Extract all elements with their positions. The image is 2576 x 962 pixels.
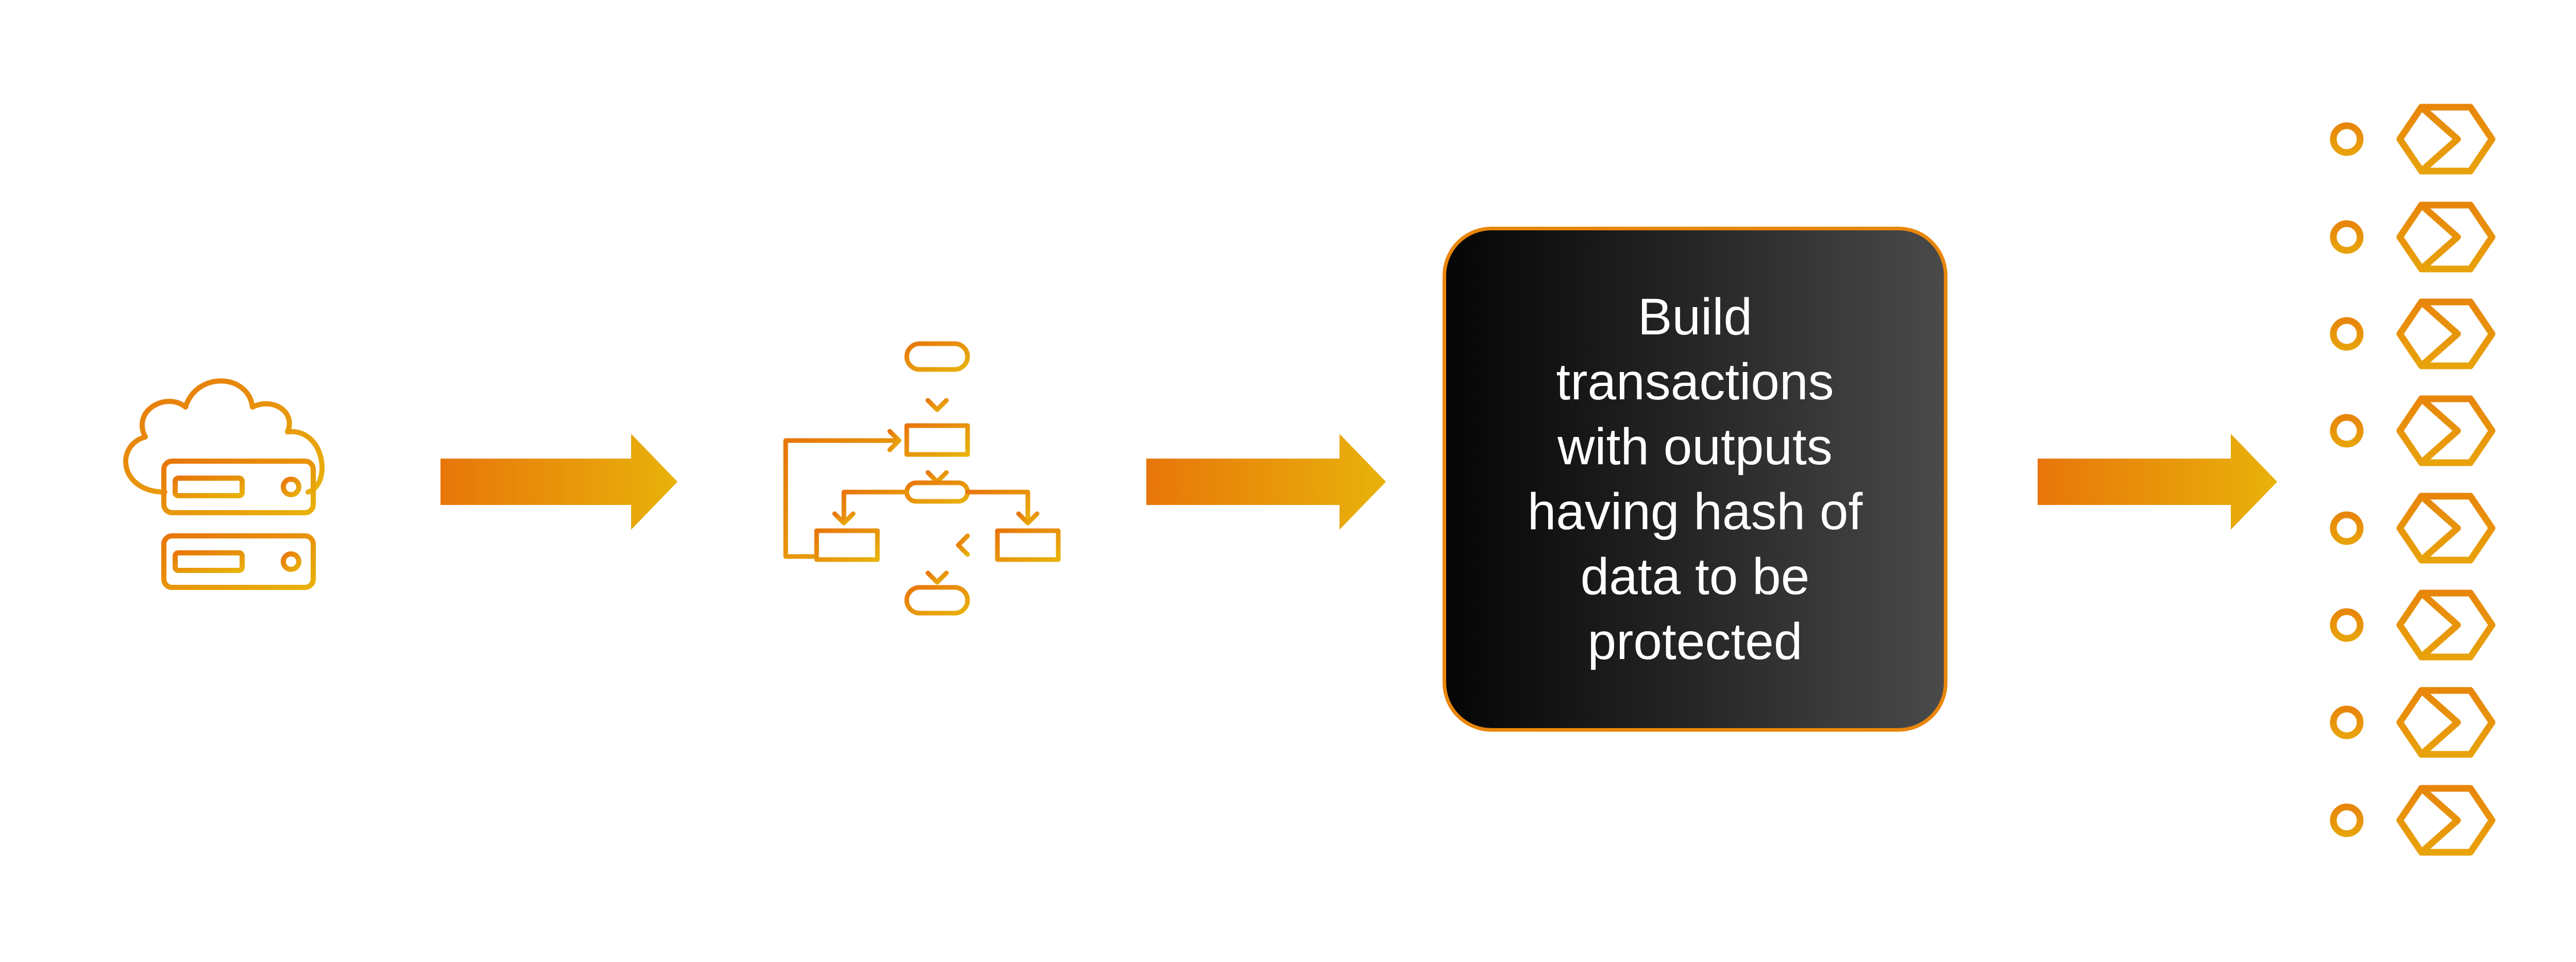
chain-block [2330,785,2496,856]
build-transactions-box: Build transactions with outputs having h… [1443,227,1947,732]
chain-block [2330,201,2496,273]
chain-block [2330,687,2496,758]
arrow-2 [1146,434,1386,530]
build-transactions-text: Build transactions with outputs having h… [1527,288,1863,670]
arrow-1 [440,434,677,530]
chain-block [2330,104,2496,175]
chain-block [2330,395,2496,466]
blockchain-icon [2330,61,2496,903]
cloud-server-icon [123,378,325,590]
chain-block [2330,493,2496,564]
flowchart-icon [783,341,1061,616]
arrow-3 [2038,434,2277,530]
chain-block [2330,298,2496,369]
chain-block [2330,589,2496,661]
